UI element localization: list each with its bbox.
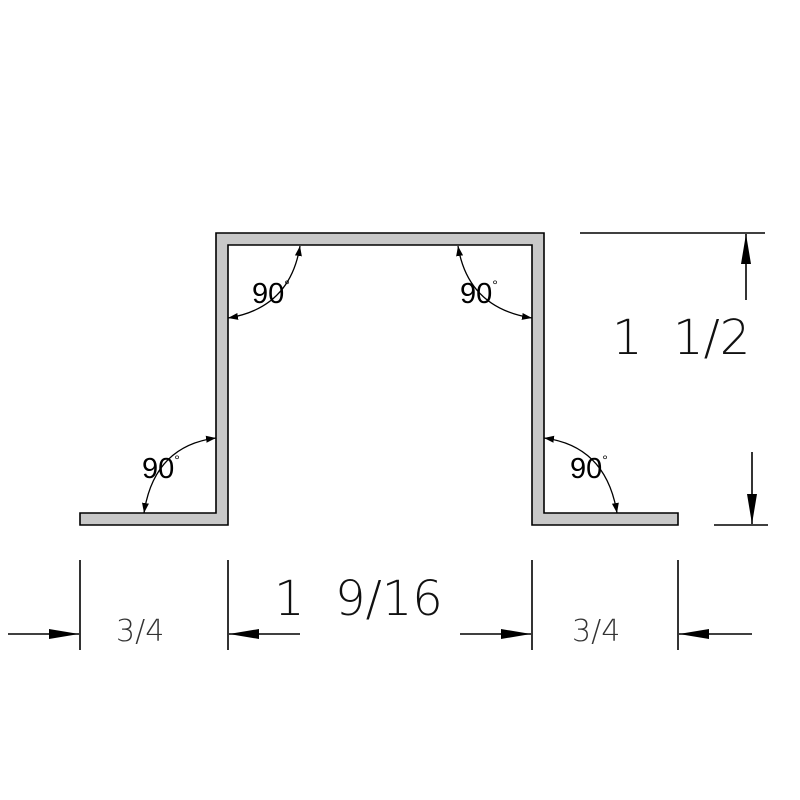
- angle-arc-bottom-right: [543, 435, 619, 514]
- angle-label-bottom-left: 90°: [142, 452, 180, 485]
- angle-label-top-left: 90°: [252, 277, 290, 310]
- angle-labels: 90° 90° 90° 90°: [142, 277, 608, 485]
- right-flange-dimension-label: 3/4: [572, 614, 620, 649]
- width-dimensions: 3/4 1 9/16 3/4: [8, 560, 752, 650]
- height-dimension-label: 1 1/2: [612, 310, 750, 366]
- angle-label-bottom-right: 90°: [570, 452, 608, 485]
- angle-label-top-right: 90°: [460, 277, 498, 310]
- angle-arcs: [142, 245, 619, 514]
- angle-arc-top-left: [227, 245, 302, 320]
- center-width-dimension-label: 1 9/16: [274, 571, 443, 627]
- angle-arc-bottom-left: [142, 435, 217, 514]
- left-flange-dimension-label: 3/4: [116, 614, 164, 649]
- hat-channel-profile: [79, 232, 679, 526]
- angle-arc-top-right: [456, 245, 533, 320]
- height-dimension: 1 1/2: [580, 232, 768, 526]
